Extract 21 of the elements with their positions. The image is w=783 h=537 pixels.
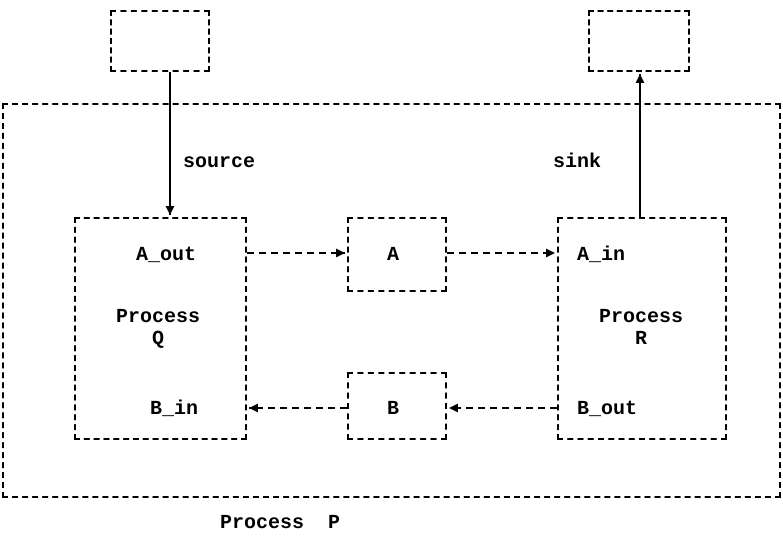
port-label: B_out (577, 399, 638, 421)
empty-box (588, 10, 690, 72)
arrow (636, 74, 644, 217)
process-title: Process P (220, 513, 340, 535)
arrow (247, 248, 345, 258)
data-name: B (387, 399, 400, 421)
data-name: A (387, 245, 400, 267)
arrow (166, 72, 174, 215)
port-label: B_in (150, 399, 198, 421)
process-box (74, 217, 247, 440)
process-name: Process Q (114, 307, 201, 351)
port-label: A_in (577, 245, 626, 267)
arrow (249, 404, 347, 412)
port-label: A_out (136, 245, 196, 267)
data-box (347, 372, 447, 440)
empty-box (110, 10, 210, 72)
process-name: Process R (598, 307, 684, 351)
arrow (447, 248, 555, 258)
data-box (347, 217, 447, 292)
arrow (449, 404, 557, 412)
process-box (557, 217, 727, 440)
